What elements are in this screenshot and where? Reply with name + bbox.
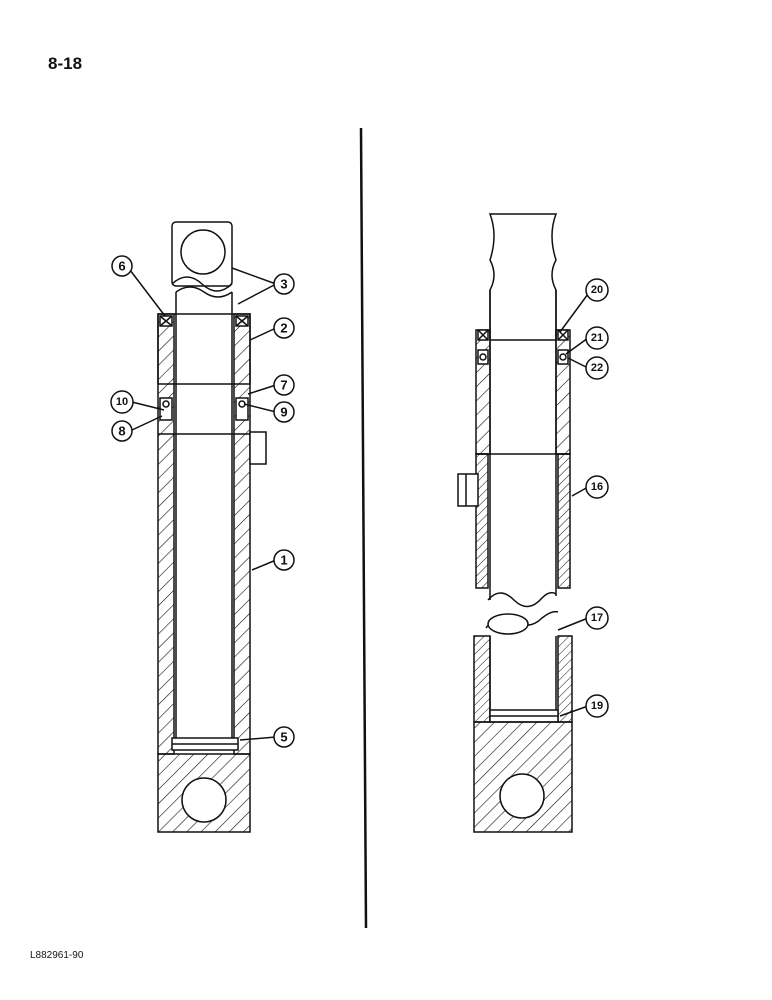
callout-8-label: 8 [118,424,125,439]
callout-17 [585,606,609,630]
right-cylinder-assembly [457,213,573,833]
divider-line [359,127,368,929]
callout-3 [273,273,295,295]
lower-barrel-right [557,635,573,723]
barrel-wall-right [233,313,251,755]
callout-1-label: 1 [280,553,287,568]
barrel-right [557,453,571,589]
callout-20-label: 20 [591,284,603,296]
callout-6 [111,255,133,277]
callout-21-label: 21 [591,332,603,344]
rod-eye-bore [180,229,226,275]
left-cylinder-assembly [157,221,267,833]
callout-labels: 6 3 2 7 10 9 8 1 5 20 21 22 16 17 19 [116,259,603,745]
callout-10-label: 10 [116,396,128,408]
rod-top [488,213,558,341]
port-boss [249,431,267,465]
callout-3-label: 3 [280,277,287,292]
callout-17-label: 17 [591,612,603,624]
callout-7 [273,374,295,396]
callout-7-label: 7 [280,378,287,393]
callout-21 [585,326,609,350]
callout-5 [273,726,295,748]
callout-9 [273,401,295,423]
callout-22-label: 22 [591,362,603,374]
callout-20 [585,278,609,302]
barrel-wall-left [157,313,175,755]
callout-19-label: 19 [591,700,603,712]
callout-22 [585,356,609,380]
callout-19 [585,694,609,718]
callout-6-label: 6 [118,259,125,274]
callout-5-label: 5 [280,730,287,745]
port-boss-right [457,473,479,507]
callout-10 [110,390,134,414]
callout-balloons [110,255,609,748]
callout-8 [111,420,133,442]
callout-2-label: 2 [280,321,287,336]
callout-9-label: 9 [280,405,287,420]
page-number: 8-18 [48,54,83,73]
gland-left [475,329,491,455]
callout-2 [273,317,295,339]
callout-16-label: 16 [591,481,603,493]
lower-barrel-left [473,635,491,723]
callout-1 [273,549,295,571]
callout-16 [585,475,609,499]
gland-right [555,329,571,455]
drawing-code: L882961-90 [30,950,84,961]
